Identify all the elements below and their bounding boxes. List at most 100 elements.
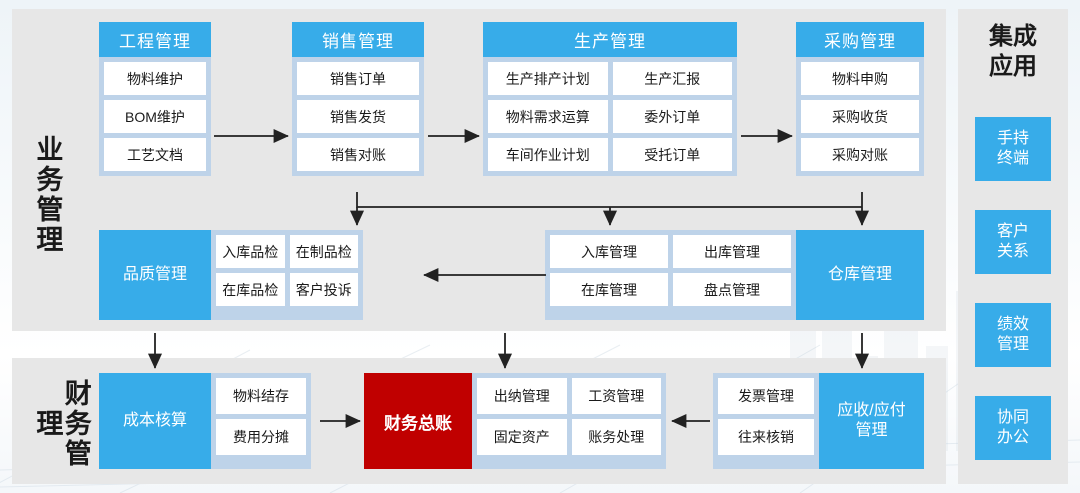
module-row: 采购对账 xyxy=(801,138,919,171)
module-row: 物料需求运算 委外订单 xyxy=(488,100,732,133)
module-warehouse-title: 仓库管理 xyxy=(796,230,924,320)
module-row: 发票管理 xyxy=(718,378,814,414)
cell-stock-inspection[interactable]: 在库品检 xyxy=(216,273,285,306)
module-row: 物料申购 xyxy=(801,62,919,95)
module-row: 在库品检 客户投诉 xyxy=(216,273,358,306)
sidebar-button-collaborative-office[interactable]: 协同 办公 xyxy=(975,396,1051,460)
module-production[interactable]: 生产管理 生产排产计划 生产汇报 物料需求运算 委外订单 车间作业计划 受托订单 xyxy=(483,22,737,176)
cell-material-balance[interactable]: 物料结存 xyxy=(216,378,306,414)
module-general-ledger[interactable]: 财务总账 xyxy=(364,373,472,469)
module-sales[interactable]: 销售管理 销售订单 销售发货 销售对账 xyxy=(292,22,424,176)
cell-outsourcing-order[interactable]: 委外订单 xyxy=(612,100,732,133)
module-cost-accounting-body: 物料结存 费用分摊 xyxy=(211,373,311,469)
module-row: BOM维护 xyxy=(104,100,206,133)
cell-sales-order[interactable]: 销售订单 xyxy=(297,62,419,95)
module-row: 采购收货 xyxy=(801,100,919,133)
module-warehouse[interactable]: 入库管理 出库管理 在库管理 盘点管理 仓库管理 xyxy=(545,230,924,320)
module-row: 车间作业计划 受托订单 xyxy=(488,138,732,171)
module-row: 物料维护 xyxy=(104,62,206,95)
module-production-title: 生产管理 xyxy=(483,22,737,57)
cell-outbound-management[interactable]: 出库管理 xyxy=(673,235,791,268)
sidebar-office-line2: 办公 xyxy=(996,429,1029,446)
cell-material-maintenance[interactable]: 物料维护 xyxy=(104,62,206,95)
cell-entrusted-order[interactable]: 受托订单 xyxy=(612,138,732,171)
module-cost-accounting-title: 成本核算 xyxy=(99,373,211,469)
cell-wip-inspection[interactable]: 在制品检 xyxy=(289,235,358,268)
module-ledger-details[interactable]: 出纳管理 工资管理 固定资产 账务处理 xyxy=(472,373,666,469)
module-receivable-payable-title-line2: 管理 xyxy=(855,422,888,439)
integrated-apps-title: 集成 应用 xyxy=(958,22,1068,82)
module-warehouse-body: 入库管理 出库管理 在库管理 盘点管理 xyxy=(545,230,796,320)
module-receivable-payable-title: 应收/应付 管理 xyxy=(819,373,924,469)
cell-payroll-management[interactable]: 工资管理 xyxy=(571,378,661,414)
module-row: 往来核销 xyxy=(718,419,814,455)
sidebar-performance-line2: 管理 xyxy=(996,336,1029,353)
cell-inbound-management[interactable]: 入库管理 xyxy=(550,235,668,268)
cell-cashier-management[interactable]: 出纳管理 xyxy=(477,378,567,414)
cell-purchase-reconciliation[interactable]: 采购对账 xyxy=(801,138,919,171)
module-ledger-details-body: 出纳管理 工资管理 固定资产 账务处理 xyxy=(472,373,666,469)
module-cost-accounting[interactable]: 成本核算 物料结存 费用分摊 xyxy=(99,373,311,469)
sidebar-performance-line1: 绩效 xyxy=(996,316,1029,333)
module-receivable-payable-body: 发票管理 往来核销 xyxy=(713,373,819,469)
module-row: 销售订单 xyxy=(297,62,419,95)
cell-fixed-assets[interactable]: 固定资产 xyxy=(477,419,567,455)
sidebar-button-performance-management[interactable]: 绩效 管理 xyxy=(975,303,1051,367)
sidebar-button-customer-relationship[interactable]: 客户 关系 xyxy=(975,210,1051,274)
module-receivable-payable[interactable]: 发票管理 往来核销 应收/应付 管理 xyxy=(713,373,924,469)
module-engineering[interactable]: 工程管理 物料维护 BOM维护 工艺文档 xyxy=(99,22,211,176)
module-sales-body: 销售订单 销售发货 销售对账 xyxy=(292,57,424,176)
module-row: 物料结存 xyxy=(216,378,306,414)
sidebar-button-handheld-terminal[interactable]: 手持 终端 xyxy=(975,117,1051,181)
module-row: 固定资产 账务处理 xyxy=(477,419,661,455)
cell-customer-complaint[interactable]: 客户投诉 xyxy=(289,273,358,306)
cell-invoice-management[interactable]: 发票管理 xyxy=(718,378,814,414)
module-row: 生产排产计划 生产汇报 xyxy=(488,62,732,95)
integrated-apps-title-line1: 集成 xyxy=(989,23,1037,50)
module-quality-title: 品质管理 xyxy=(99,230,211,320)
cell-material-requirement-calc[interactable]: 物料需求运算 xyxy=(488,100,608,133)
cell-sales-shipment[interactable]: 销售发货 xyxy=(297,100,419,133)
cell-sales-reconciliation[interactable]: 销售对账 xyxy=(297,138,419,171)
cell-material-requisition[interactable]: 物料申购 xyxy=(801,62,919,95)
cell-purchase-receipt[interactable]: 采购收货 xyxy=(801,100,919,133)
module-purchasing-title: 采购管理 xyxy=(796,22,924,57)
module-row: 入库品检 在制品检 xyxy=(216,235,358,268)
cell-production-report[interactable]: 生产汇报 xyxy=(612,62,732,95)
cell-expense-allocation[interactable]: 费用分摊 xyxy=(216,419,306,455)
module-engineering-body: 物料维护 BOM维护 工艺文档 xyxy=(99,57,211,176)
cell-accounting-processing[interactable]: 账务处理 xyxy=(571,419,661,455)
module-row: 入库管理 出库管理 xyxy=(550,235,791,268)
module-row: 销售发货 xyxy=(297,100,419,133)
module-receivable-payable-title-line1: 应收/应付 xyxy=(837,402,906,419)
module-sales-title: 销售管理 xyxy=(292,22,424,57)
cell-production-schedule-plan[interactable]: 生产排产计划 xyxy=(488,62,608,95)
integrated-apps-title-line2: 应用 xyxy=(989,53,1037,80)
module-quality-body: 入库品检 在制品检 在库品检 客户投诉 xyxy=(211,230,363,320)
cell-stock-management[interactable]: 在库管理 xyxy=(550,273,668,306)
finance-management-label: 财务管理 xyxy=(32,379,91,469)
module-row: 工艺文档 xyxy=(104,138,206,171)
module-quality[interactable]: 品质管理 入库品检 在制品检 在库品检 客户投诉 xyxy=(99,230,363,320)
sidebar-crm-line1: 客户 xyxy=(996,223,1029,240)
module-row: 销售对账 xyxy=(297,138,419,171)
module-engineering-title: 工程管理 xyxy=(99,22,211,57)
module-purchasing-body: 物料申购 采购收货 采购对账 xyxy=(796,57,924,176)
module-production-body: 生产排产计划 生产汇报 物料需求运算 委外订单 车间作业计划 受托订单 xyxy=(483,57,737,176)
module-purchasing[interactable]: 采购管理 物料申购 采购收货 采购对账 xyxy=(796,22,924,176)
cell-process-document[interactable]: 工艺文档 xyxy=(104,138,206,171)
business-management-label: 业务管理 xyxy=(32,135,63,255)
cell-stocktaking-management[interactable]: 盘点管理 xyxy=(673,273,791,306)
cell-inbound-inspection[interactable]: 入库品检 xyxy=(216,235,285,268)
sidebar-crm-line2: 关系 xyxy=(996,243,1029,260)
cell-settlement-writeoff[interactable]: 往来核销 xyxy=(718,419,814,455)
module-row: 费用分摊 xyxy=(216,419,306,455)
sidebar-handheld-line2: 终端 xyxy=(996,150,1029,167)
cell-bom-maintenance[interactable]: BOM维护 xyxy=(104,100,206,133)
module-row: 在库管理 盘点管理 xyxy=(550,273,791,306)
sidebar-handheld-line1: 手持 xyxy=(996,130,1029,147)
cell-workshop-work-plan[interactable]: 车间作业计划 xyxy=(488,138,608,171)
